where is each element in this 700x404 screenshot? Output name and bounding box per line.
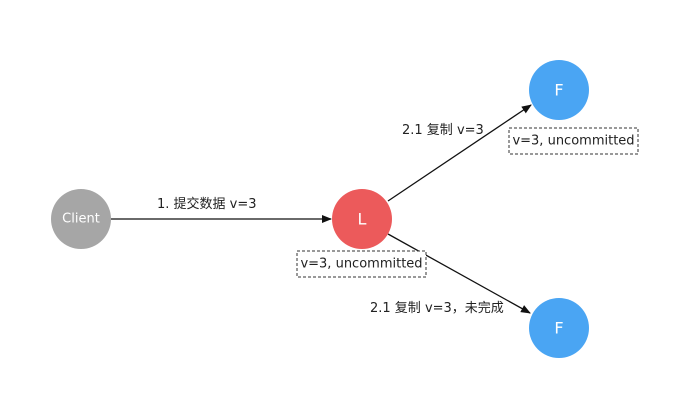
edge-label-client-to-leader: 1. 提交数据 v=3 [157, 196, 257, 212]
follower-top-status-text: v=3, uncommitted [512, 134, 634, 149]
client-label: Client [62, 212, 100, 227]
leader-node: L [332, 189, 392, 249]
leader-status-text: v=3, uncommitted [300, 257, 422, 272]
edge-label-leader-to-follower-top: 2.1 复制 v=3 [402, 123, 484, 138]
follower-bottom-node: F [529, 298, 589, 358]
follower-bottom-circle [529, 298, 589, 358]
leader-status-border [296, 250, 427, 278]
follower-bottom-label: F [554, 319, 563, 338]
follower-top-circle [529, 60, 589, 120]
leader-label: L [358, 210, 367, 229]
edge-label-leader-to-follower-bottom: 2.1 复制 v=3，未完成 [370, 301, 504, 316]
leader-circle [332, 189, 392, 249]
follower-top-label: F [554, 81, 563, 100]
follower-top-node: F [529, 60, 589, 120]
follower-top-status-border [508, 127, 639, 155]
edge-leader-to-follower-top [387, 104, 532, 202]
leader-status-box: v=3, uncommitted [296, 250, 427, 278]
edge-leader-to-follower-bottom [387, 233, 531, 314]
client-circle [51, 189, 111, 249]
client-node: Client [51, 189, 111, 249]
follower-top-status-box: v=3, uncommitted [508, 127, 639, 155]
